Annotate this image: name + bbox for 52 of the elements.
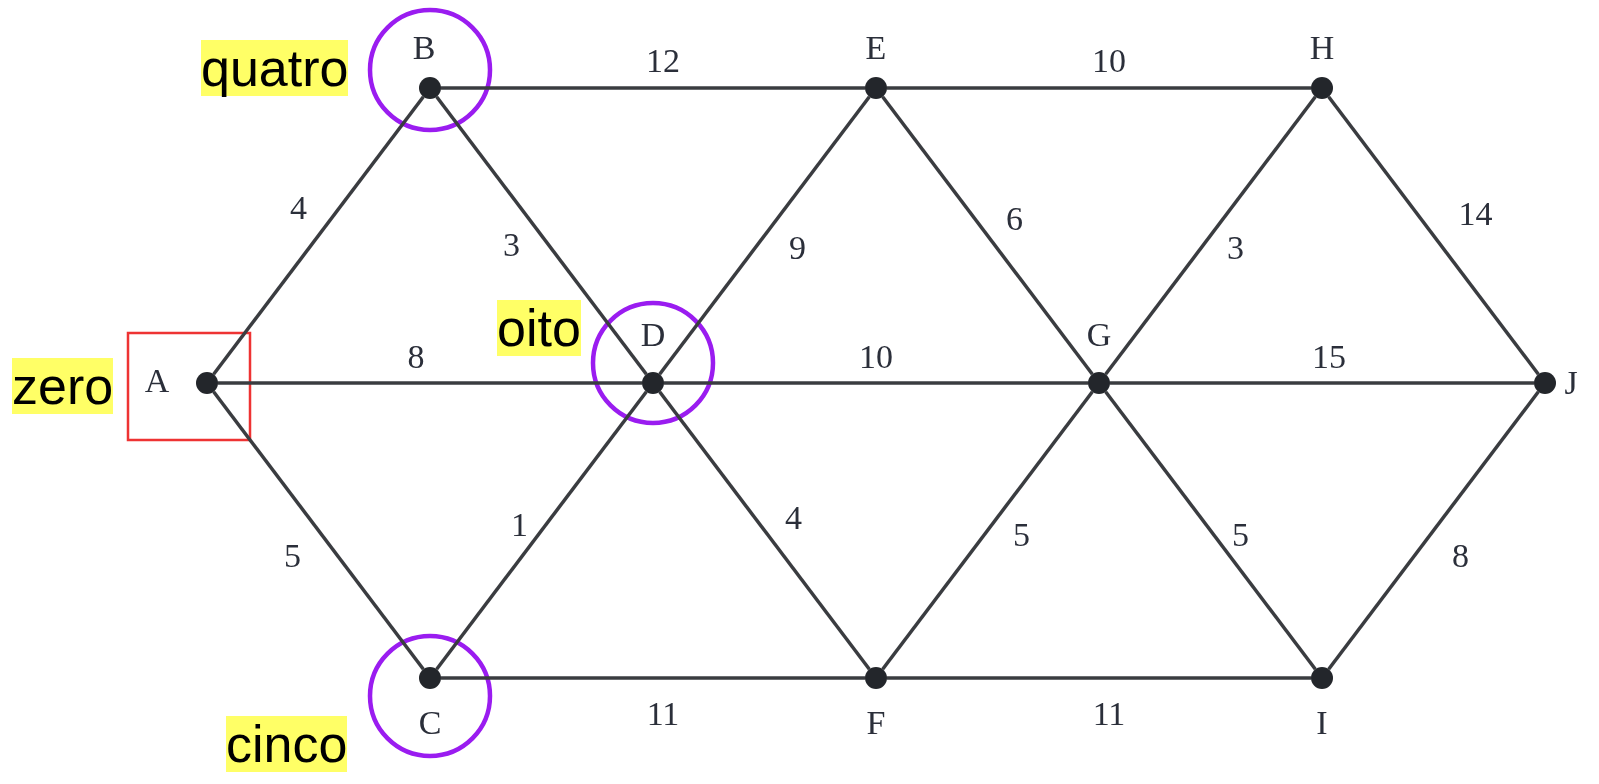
edge-line	[1327, 390, 1540, 671]
edge-label: 5	[1232, 517, 1249, 552]
edge-line	[881, 390, 1094, 671]
edge-label: 10	[859, 340, 893, 374]
vertex-label: G	[1086, 318, 1112, 352]
vertex-label: C	[418, 706, 442, 740]
vertex-label: F	[866, 706, 886, 740]
vertex-label: A	[144, 364, 170, 398]
vertex-label: E	[865, 31, 887, 65]
edge-line	[1104, 390, 1317, 671]
edge-label: 11	[646, 697, 680, 731]
edge-line	[658, 390, 871, 671]
edge-label: 4	[290, 190, 307, 225]
edge-line	[435, 95, 648, 376]
edge-label: 11	[1092, 697, 1126, 731]
vertex-label: B	[412, 31, 436, 65]
edge-line	[218, 381, 642, 385]
edge-label: 4	[785, 500, 802, 535]
edge-label: 3	[503, 227, 520, 262]
edge-line	[1104, 95, 1317, 376]
edge-line	[441, 86, 865, 90]
edge-label: 1	[511, 507, 528, 542]
edge-line	[1327, 95, 1540, 376]
vertex-label: D	[640, 318, 666, 352]
edge-label: 14	[1458, 196, 1493, 231]
edge-label: 6	[1006, 201, 1023, 236]
vertex-label: J	[1564, 366, 1578, 400]
edge-line	[664, 381, 1088, 385]
edge-line	[441, 676, 865, 680]
highlighted-note: quatro	[201, 40, 349, 96]
edge-line	[1110, 381, 1534, 385]
edge-line	[887, 676, 1311, 680]
edge-line	[435, 390, 648, 671]
edge-line	[881, 95, 1094, 376]
vertex-label: I	[1316, 706, 1328, 740]
edge-label: 8	[1452, 538, 1469, 573]
edge-label: 8	[407, 340, 425, 374]
vertex-label: H	[1309, 31, 1335, 65]
edge-line	[212, 95, 425, 376]
edge-label: 10	[1092, 44, 1126, 78]
highlighted-note: cinco	[226, 716, 348, 772]
edge-label: 3	[1227, 230, 1244, 265]
edge-line	[887, 86, 1311, 90]
edge-line	[212, 390, 425, 671]
edge-label: 5	[284, 538, 301, 573]
edge-label: 12	[646, 44, 680, 78]
highlighted-note: zero	[12, 358, 114, 414]
edge-line	[658, 95, 871, 376]
highlighted-note: oito	[497, 300, 581, 356]
edge-label: 15	[1312, 340, 1346, 374]
edge-label: 9	[789, 230, 806, 265]
edge-label: 5	[1013, 517, 1030, 552]
